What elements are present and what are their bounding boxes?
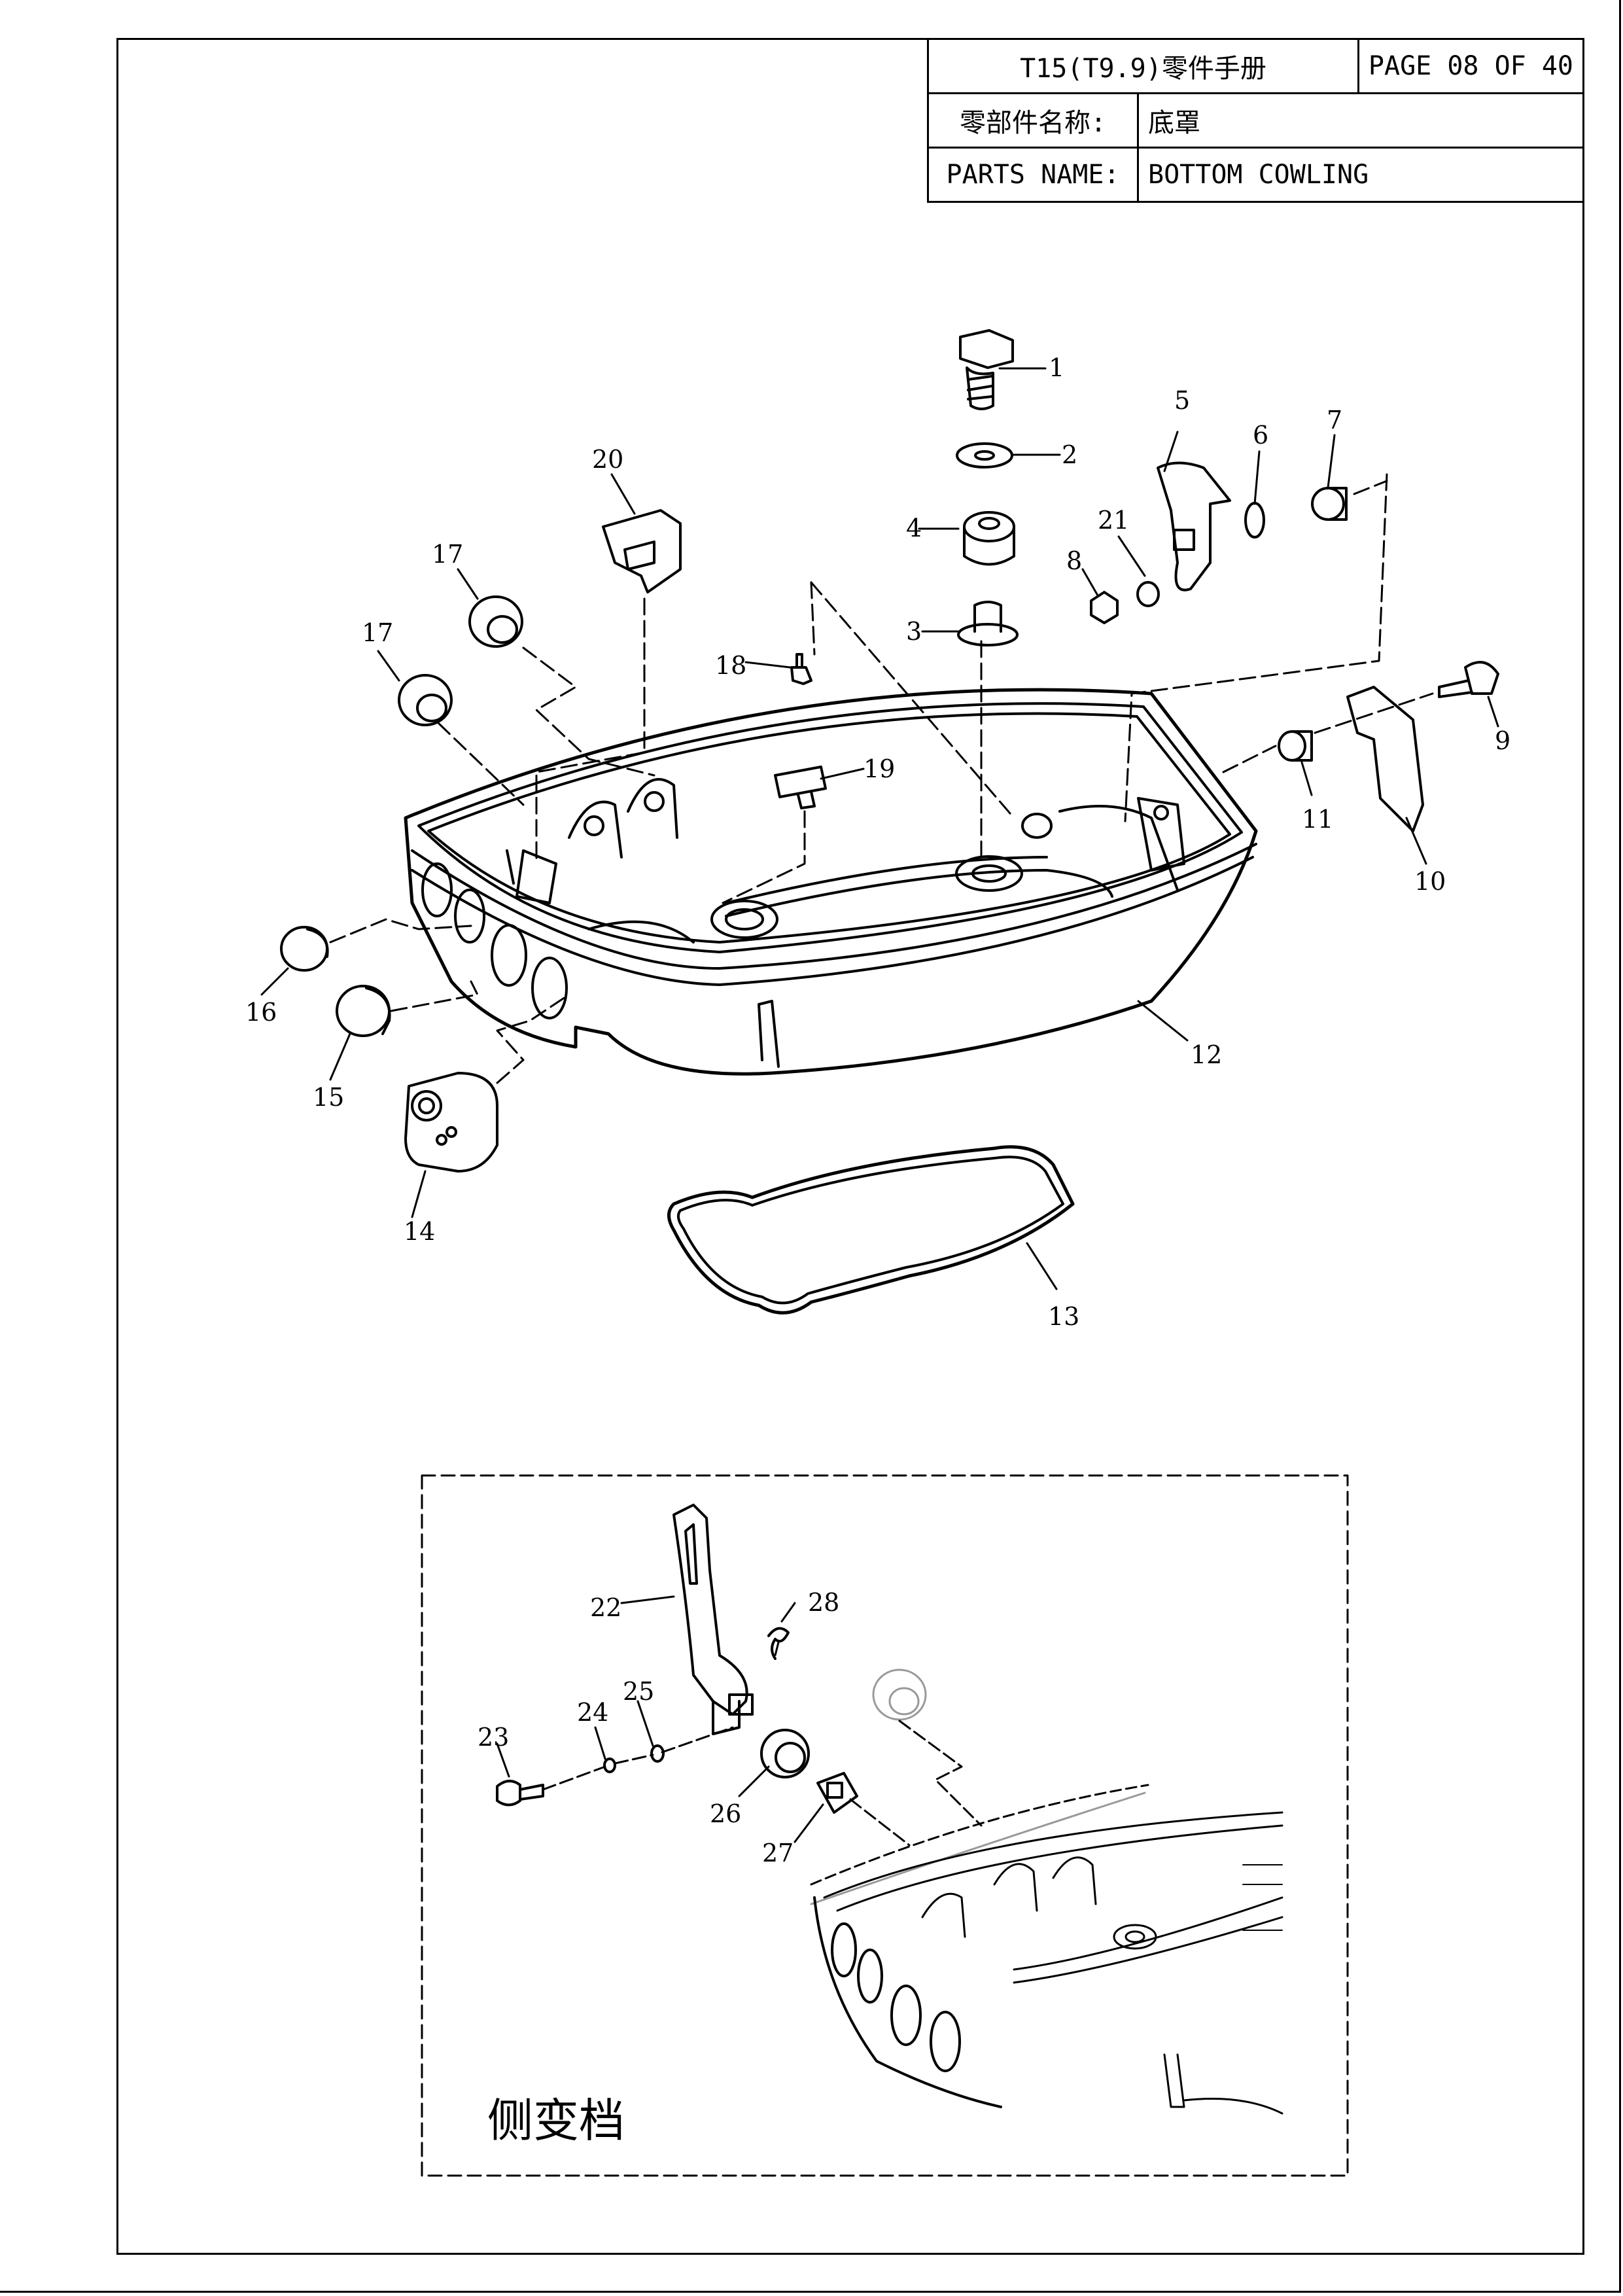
- nut-part: [1244, 502, 1265, 539]
- bushing-part: [1311, 487, 1348, 521]
- callout-numbers: 1 2 3 4 5 6 7 8 9 10 11 12 13 14 15 16 1…: [245, 353, 1510, 1867]
- callout-12: 12: [1191, 1040, 1222, 1069]
- part-name-en-label: PARTS NAME:: [927, 147, 1139, 203]
- callout-5: 5: [1174, 386, 1190, 415]
- inset-washer-part: [603, 1757, 616, 1773]
- grommet-lower-part: [398, 674, 453, 726]
- callout-20: 20: [592, 445, 623, 474]
- callout-8: 8: [1066, 546, 1082, 575]
- page-number: PAGE 08 OF 40: [1357, 38, 1585, 94]
- large-plug-part: [336, 985, 391, 1037]
- sleeve-part: [1278, 730, 1313, 762]
- hex-nut-part: [1090, 591, 1119, 624]
- callout-15: 15: [313, 1083, 344, 1112]
- callout-10: 10: [1414, 867, 1446, 896]
- callout-16: 16: [245, 998, 277, 1027]
- callout-6: 6: [1253, 421, 1268, 450]
- callout-17a: 17: [432, 540, 463, 569]
- callout-22: 22: [590, 1593, 621, 1622]
- small-plug-part: [280, 926, 329, 972]
- title-block: T15(T9.9)零件手册 PAGE 08 OF 40 零部件名称: 底罩 PA…: [927, 38, 1585, 203]
- gasket-part: [667, 1145, 1075, 1315]
- leader-lines: [260, 367, 1499, 1290]
- cable-grommet-part: [774, 766, 827, 809]
- inset-spring-washer-part: [650, 1744, 665, 1763]
- spring-washer-part: [1136, 581, 1160, 607]
- callout-1: 1: [1049, 353, 1064, 382]
- callout-17b: 17: [362, 618, 393, 647]
- grommet-part: [963, 511, 1015, 566]
- inset-bushing-part: [760, 1729, 810, 1778]
- callout-19: 19: [864, 754, 895, 783]
- callout-4: 4: [906, 514, 922, 542]
- callout-25: 25: [623, 1677, 654, 1706]
- drawing-frame: [116, 38, 1584, 2255]
- shift-lever-part: [672, 1504, 748, 1716]
- part-name-en-value: BOTTOM COWLING: [1137, 147, 1584, 203]
- callout-2: 2: [1062, 440, 1077, 469]
- callout-26: 26: [710, 1799, 741, 1828]
- fitting-part: [790, 653, 812, 685]
- washer-part: [956, 442, 1013, 468]
- bottom-cowling-part: [404, 688, 1258, 1076]
- callout-27: 27: [762, 1839, 794, 1867]
- side-shift-inset: [421, 1474, 1349, 2177]
- callout-18: 18: [715, 651, 746, 680]
- callout-21: 21: [1098, 506, 1129, 535]
- screw-part: [1438, 661, 1499, 698]
- callout-14: 14: [404, 1217, 435, 1246]
- lever-bracket-part: [1157, 461, 1231, 592]
- manual-title: T15(T9.9)零件手册: [927, 38, 1359, 94]
- callout-24: 24: [577, 1698, 608, 1727]
- callout-7: 7: [1327, 406, 1342, 434]
- callout-13: 13: [1048, 1302, 1079, 1331]
- callout-23: 23: [478, 1723, 509, 1752]
- callout-9: 9: [1495, 726, 1510, 755]
- assembly-lines: [329, 473, 1434, 1084]
- bolt-part: [959, 329, 1014, 410]
- part-name-cn-label: 零部件名称:: [927, 92, 1139, 149]
- collar-part: [957, 601, 1019, 646]
- part-name-cn-value: 底罩: [1137, 92, 1584, 149]
- callout-3: 3: [906, 617, 922, 646]
- clip-part: [767, 1627, 790, 1660]
- square-bushing-part: [816, 1772, 858, 1814]
- inset-screw-part: [496, 1780, 521, 1807]
- clip-bracket-part: [602, 509, 682, 593]
- callout-28: 28: [808, 1588, 839, 1617]
- inset-caption: 侧变档: [487, 2094, 625, 2147]
- rubber-seal-part: [404, 1072, 498, 1173]
- callout-11: 11: [1302, 805, 1333, 834]
- grommet-upper-part: [468, 595, 523, 648]
